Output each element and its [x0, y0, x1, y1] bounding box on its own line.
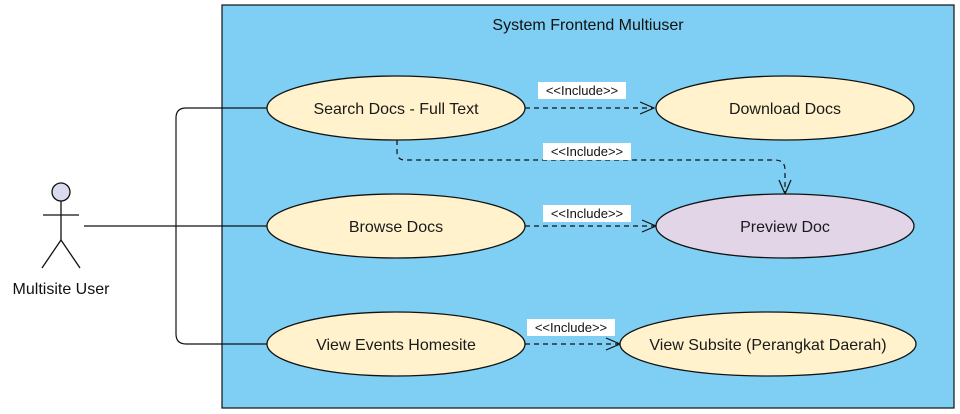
use-case-label-preview: Preview Doc [740, 219, 830, 236]
use-case-preview-doc [655, 193, 915, 259]
use-case-browse-docs [266, 193, 526, 259]
actor-stick-figure [41, 182, 81, 269]
use-case-search-docs [266, 75, 526, 141]
actor-left-leg [41, 239, 62, 269]
use-case-label-events: View Events Homesite [316, 337, 476, 354]
actor-head [51, 182, 71, 202]
include-label-bg-3 [543, 205, 631, 222]
include-label-bg-1 [538, 82, 626, 99]
include-label-bg-2 [543, 143, 631, 160]
use-case-download-docs [655, 75, 915, 141]
actor-label: Multisite User [13, 281, 111, 298]
use-case-label-search: Search Docs - Full Text [313, 101, 479, 118]
include-label-search-preview: <<Include>> [551, 144, 623, 159]
use-case-label-subsite: View Subsite (Perangkat Daerah) [649, 337, 886, 354]
use-case-label-download: Download Docs [729, 101, 841, 118]
actor-right-leg [60, 239, 81, 269]
use-case-view-events [266, 311, 526, 377]
include-search-download-arrow [639, 101, 656, 115]
association-search [175, 107, 268, 226]
include-label-events-subsite: <<Include>> [535, 320, 607, 335]
include-label-bg-4 [527, 319, 615, 336]
association-events [175, 226, 268, 345]
use-case-view-subsite [619, 311, 917, 377]
include-label-browse-preview: <<Include>> [551, 206, 623, 221]
use-case-label-browse: Browse Docs [349, 219, 443, 236]
actor-associations [84, 107, 268, 345]
system-title: System Frontend Multiuser [492, 17, 684, 34]
include-label-search-download: <<Include>> [546, 83, 618, 98]
